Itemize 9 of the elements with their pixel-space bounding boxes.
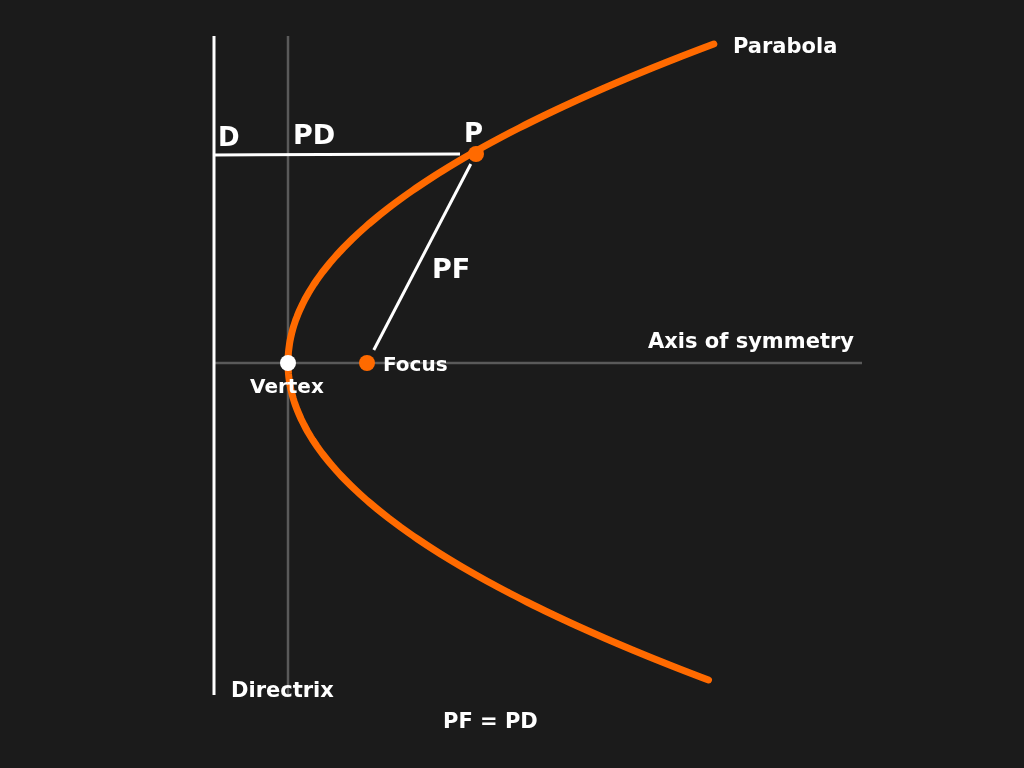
curve-label: Directrix — [231, 680, 334, 701]
curve-label: Axis of symmetry — [648, 331, 854, 352]
point-label: D — [218, 124, 240, 150]
equation-text: PF = PD — [443, 711, 538, 732]
point-label: P — [464, 120, 484, 146]
line-segment — [214, 152, 460, 157]
curve-label: Parabola — [733, 36, 838, 57]
line-segment — [372, 163, 473, 351]
point-label: Focus — [383, 354, 448, 374]
